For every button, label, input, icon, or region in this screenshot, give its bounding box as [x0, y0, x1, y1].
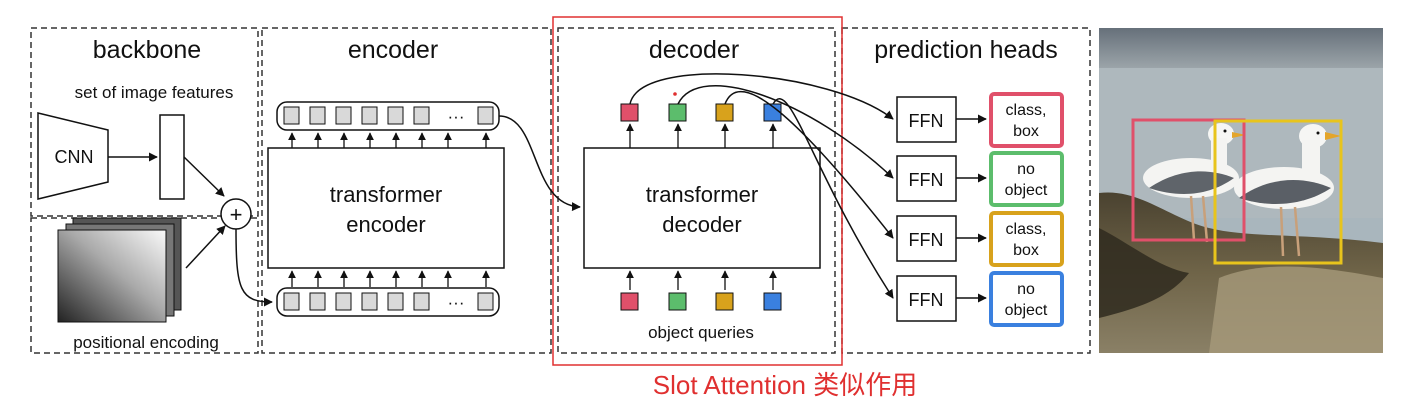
image-features-block [159, 114, 185, 200]
output-2-line2: object [1005, 182, 1048, 199]
ffn-label-2: FFN [909, 170, 944, 190]
object-query-blue [763, 292, 782, 311]
ffn-label-4: FFN [909, 290, 944, 310]
encoder-input-token [477, 292, 494, 311]
decoder-output-token-red [620, 103, 639, 122]
decoder-output-token-yellow [715, 103, 734, 122]
encoder-output-token [335, 106, 352, 125]
encoder-up-arrows-top [288, 132, 490, 148]
decoder-frame [557, 27, 836, 354]
backbone-frame [30, 27, 259, 217]
encoder-input-token [387, 292, 404, 311]
positional-encoding-label: positional encoding [73, 333, 219, 352]
photo-rocks-dark [1099, 228, 1189, 318]
encoder-output-token [477, 106, 494, 125]
encoder-output-token [387, 106, 404, 125]
slot-attention-annotation: Slot Attention 类似作用 [653, 370, 917, 400]
encoder-output-token [309, 106, 326, 125]
plus-icon: + [230, 202, 243, 227]
object-queries-label: object queries [648, 323, 754, 342]
photo-scene [1099, 28, 1383, 353]
encoder-input-token [309, 292, 326, 311]
ffn-box-4 [896, 275, 957, 322]
object-query-red [620, 292, 639, 311]
slot-attention-highlight [552, 16, 843, 366]
ffn-box-1 [896, 96, 957, 143]
encoder-output-token [361, 106, 378, 125]
transformer-decoder-label-1: transformer [646, 182, 758, 207]
encoder-input-token-row: ··· [283, 292, 494, 312]
ffn-box-3 [896, 215, 957, 262]
encoder-input-ellipsis: ··· [448, 293, 465, 312]
encoder-input-token [335, 292, 352, 311]
detection-box-yellow [1213, 119, 1343, 265]
output-1-line1: class, [1006, 102, 1047, 119]
decoder-up-arrows-top [626, 123, 777, 148]
cnn-label: CNN [55, 147, 94, 167]
cnn-block [37, 112, 109, 200]
output-box-2 [989, 151, 1064, 207]
transformer-decoder-block [583, 147, 821, 269]
transformer-encoder-block [267, 147, 505, 269]
transformer-encoder-label-1: transformer [330, 182, 442, 207]
encoder-output-token-row: ··· [283, 106, 494, 126]
positional-encoding-image [57, 229, 167, 323]
ffn-label-1: FFN [909, 111, 944, 131]
decoder-title: decoder [649, 36, 739, 64]
features-to-sum-arrow [183, 156, 225, 197]
encoder-output-token [413, 106, 430, 125]
object-query-green [668, 292, 687, 311]
encoder-input-token [283, 292, 300, 311]
decoder-to-ffn-arrows [629, 73, 894, 299]
ffn-to-output-arrows [956, 114, 987, 303]
sum-to-encoder-arrow [235, 228, 273, 307]
output-1-line2: box [1013, 123, 1039, 140]
encoder-output-token [283, 106, 300, 125]
positional-to-sum-arrow [185, 225, 226, 269]
output-4-line2: object [1005, 302, 1048, 319]
encoder-output-ellipsis: ··· [448, 107, 465, 126]
transformer-encoder-label-2: encoder [346, 212, 426, 237]
output-3-line1: class, [1006, 221, 1047, 238]
output-box-1 [989, 92, 1064, 148]
red-dot-marker [673, 92, 677, 96]
encoder-input-token [413, 292, 430, 311]
gull-2 [1234, 124, 1341, 257]
output-3-line2: box [1013, 242, 1039, 259]
decoder-output-token-green [668, 103, 687, 122]
output-box-3 [989, 211, 1064, 267]
encoder-input-token [361, 292, 378, 311]
output-2-line1: no [1017, 161, 1035, 178]
transformer-decoder-label-2: decoder [662, 212, 742, 237]
ffn-label-3: FFN [909, 230, 944, 250]
detection-example-photo [1099, 28, 1383, 353]
detection-box-red [1131, 118, 1246, 242]
prediction-heads-title: prediction heads [874, 36, 1057, 64]
output-4-line1: no [1017, 281, 1035, 298]
backbone-title: backbone [93, 36, 201, 64]
decoder-up-arrows-bottom [626, 270, 777, 290]
photo-rocks-light [1209, 266, 1383, 353]
encoder-to-decoder-arrow [498, 115, 581, 212]
ffn-box-2 [896, 155, 957, 202]
image-features-label: set of image features [75, 83, 234, 102]
object-query-yellow [715, 292, 734, 311]
encoder-up-arrows-bottom [288, 270, 490, 287]
encoder-title: encoder [348, 36, 438, 64]
output-box-4 [989, 271, 1064, 327]
